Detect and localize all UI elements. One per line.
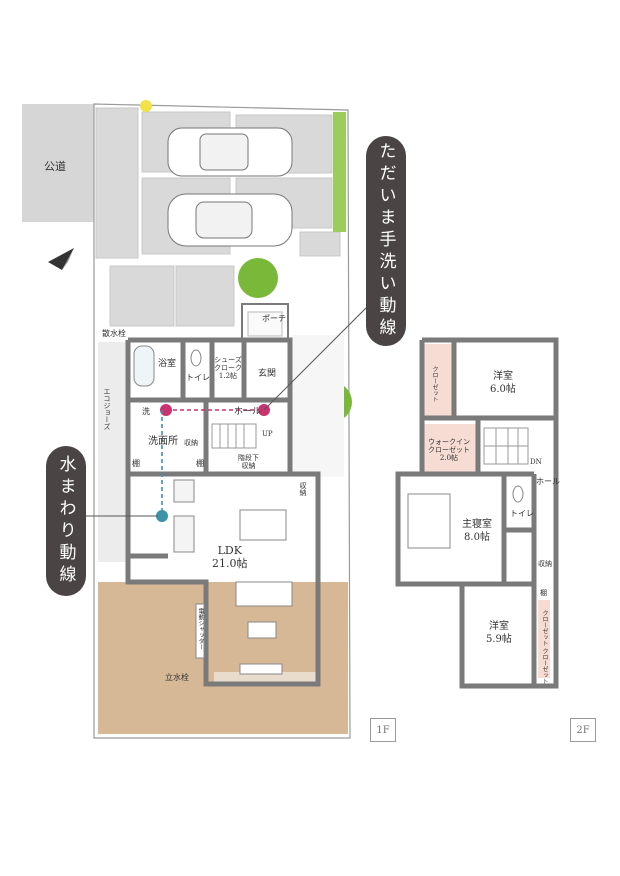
- bathtub-icon: [133, 345, 155, 387]
- living-table: [247, 621, 277, 639]
- tree-icon: [238, 258, 278, 298]
- closet-2f-label: クローゼット: [541, 648, 548, 684]
- closet-fill: [422, 344, 454, 416]
- road-label: 公道: [44, 160, 66, 173]
- toilet-icon: [190, 349, 202, 367]
- storage-label: 収納: [299, 482, 307, 496]
- sofa: [235, 581, 293, 607]
- tv-board: [239, 663, 283, 675]
- closet-2f-label: クローゼット: [541, 610, 548, 646]
- shutter-label: 電動シャッター: [197, 608, 204, 650]
- callout-leader: [263, 289, 385, 411]
- closet-label: クローゼット: [431, 366, 438, 402]
- mizumawari-callout: 水まわり動線: [46, 446, 86, 596]
- bath-label: 浴室: [158, 359, 177, 369]
- closet-fill: [538, 600, 550, 678]
- ecojoze-label: エコジョーズ: [103, 388, 111, 430]
- public-road: [22, 104, 94, 222]
- mizumawari-callout-text: 水まわり動線: [55, 455, 76, 587]
- side-path: [98, 342, 126, 562]
- water-tap-label: 散水栓: [102, 329, 126, 338]
- shelf-2f-label: 棚: [540, 589, 547, 597]
- dining-table: [239, 509, 287, 541]
- hall-label: ホール: [234, 407, 262, 417]
- compass-icon: [48, 248, 74, 270]
- up-label: UP: [262, 430, 273, 438]
- wash-mark: 洗: [142, 407, 150, 416]
- tadaima-callout: ただいま手洗い動線: [366, 136, 406, 346]
- floor-1f-label: 1F: [370, 718, 396, 742]
- porch-label: ポーチ: [262, 314, 286, 323]
- shelf-label: 棚: [196, 459, 204, 468]
- shutter-window: [195, 603, 205, 659]
- washroom-label: 洗面所: [148, 436, 178, 447]
- walls-2f: [395, 337, 559, 689]
- floor-2f-label: 2F: [570, 718, 596, 742]
- car-icons: [167, 127, 293, 247]
- kitchen-island: [173, 515, 195, 553]
- toilet-label: トイレ: [186, 373, 210, 382]
- dn-label: DN: [530, 458, 542, 466]
- porch-outline: [241, 303, 289, 340]
- tadaima-callout-text: ただいま手洗い動線: [375, 142, 396, 340]
- storage-label: 収納: [184, 439, 198, 447]
- shelf-label: 棚: [132, 459, 140, 468]
- storage-2f-label: 収納: [538, 560, 552, 568]
- wood-deck: [98, 582, 348, 734]
- toilet-icon: [512, 485, 524, 503]
- stairs-2f: [483, 427, 529, 465]
- walkin-closet-fill: [422, 424, 478, 474]
- garden-area: [292, 335, 344, 477]
- toilet-2f-label: トイレ: [510, 509, 534, 518]
- under-stair-label: 階段下収納: [238, 454, 259, 470]
- stairs-1f: [211, 423, 257, 449]
- hall-2f-label: ホール: [536, 477, 560, 486]
- mizumawari-flow-line: [156, 410, 168, 522]
- light-icon: [140, 100, 152, 112]
- entrance-label: 玄関: [258, 369, 277, 379]
- bed-icon: [407, 493, 451, 549]
- stove-icon: [173, 479, 195, 503]
- lawn-strip: [333, 112, 346, 232]
- water-tap-label: 立水栓: [165, 673, 189, 682]
